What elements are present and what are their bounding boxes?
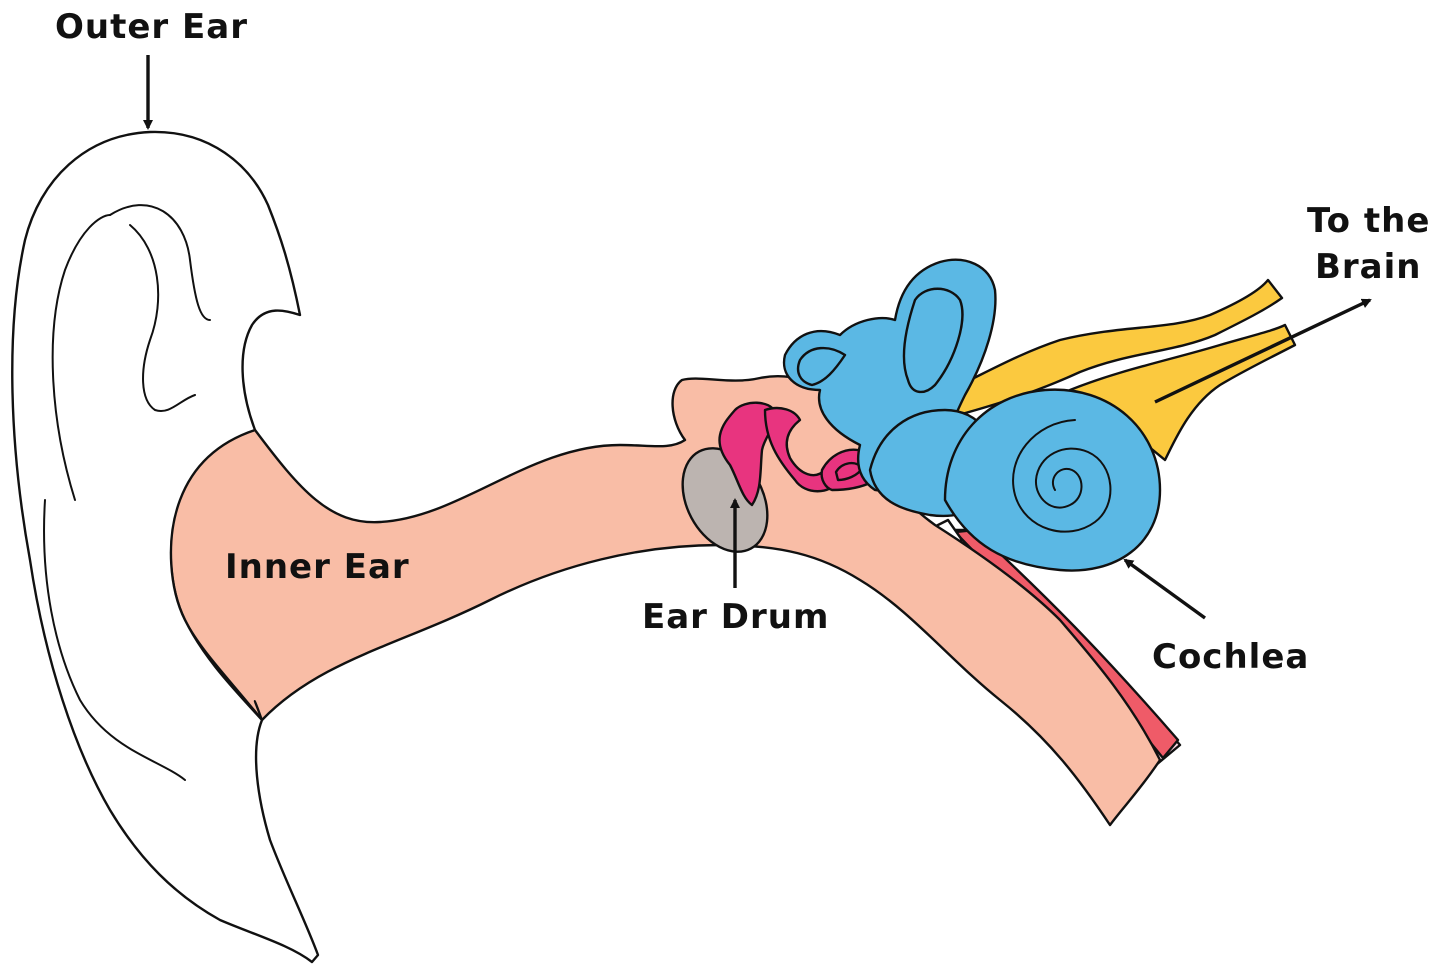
label-cochlea: Cochlea [1152, 637, 1309, 677]
label-to-the-brain-line2: Brain [1315, 247, 1422, 287]
label-ear-drum: Ear Drum [642, 597, 829, 637]
label-outer-ear: Outer Ear [55, 7, 248, 47]
label-to-the-brain-line1: To the [1307, 201, 1430, 241]
to-the-brain-arrow [1155, 300, 1370, 402]
cochlea-arrow [1125, 560, 1205, 618]
label-inner-ear: Inner Ear [225, 547, 410, 587]
